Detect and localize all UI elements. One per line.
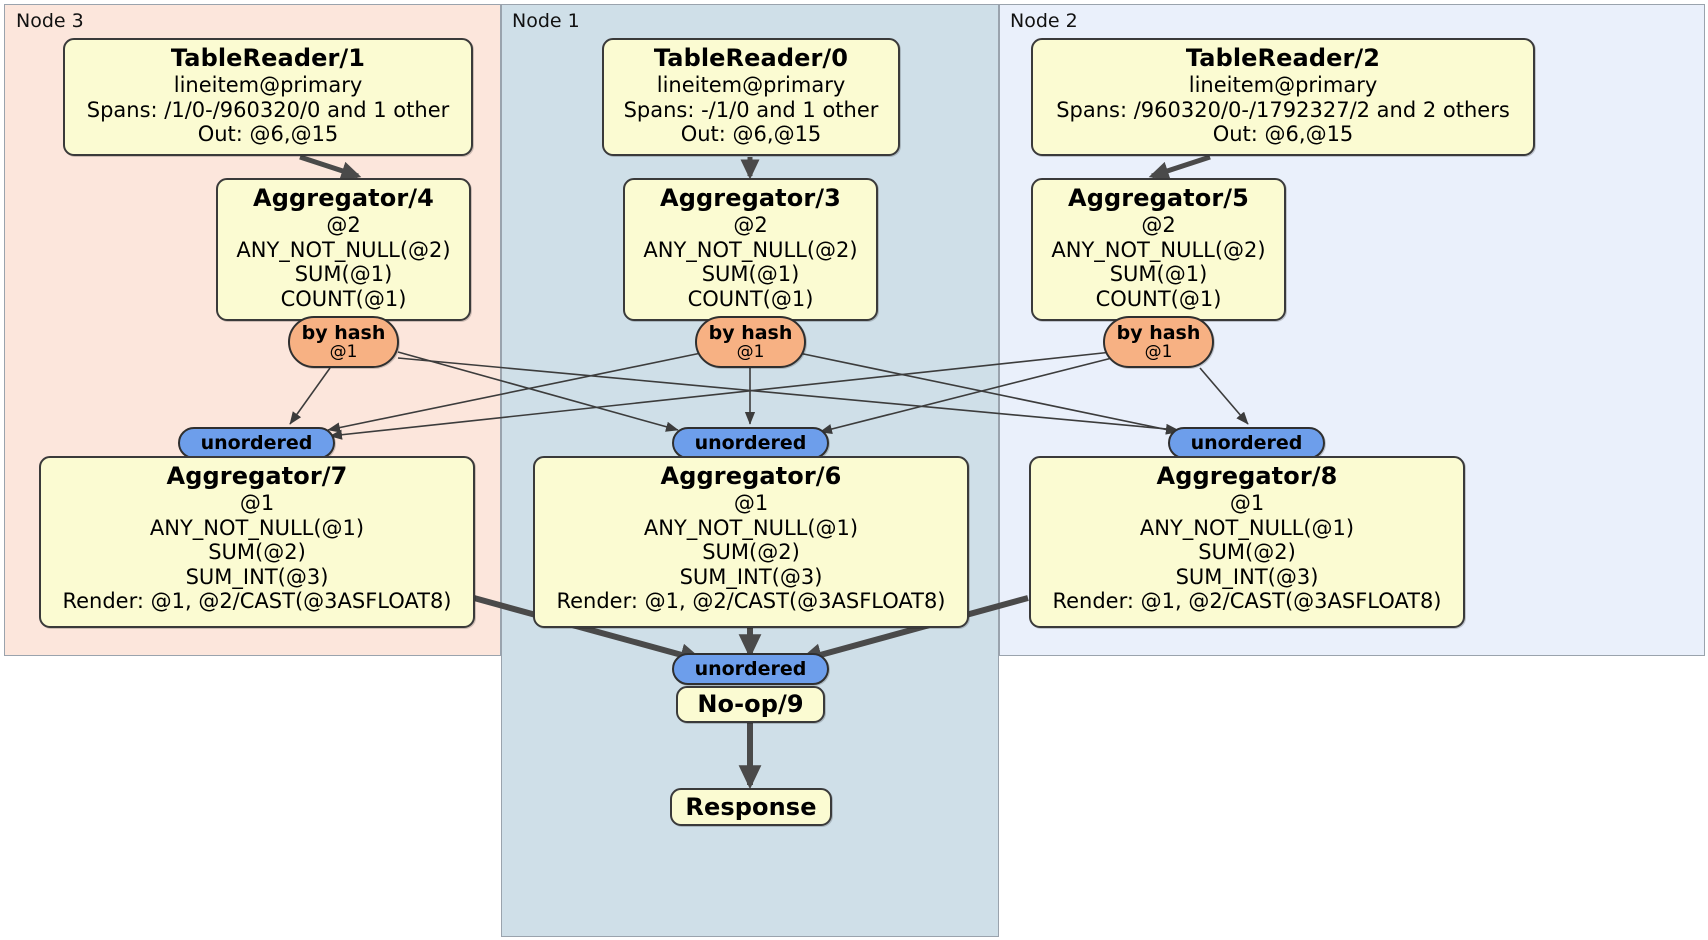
hash-router-aggregator-3[interactable]: by hash @1 (695, 316, 806, 368)
processor-title: Aggregator/3 (660, 184, 841, 212)
synchronizer-unordered-aggregator-8[interactable]: unordered (1168, 427, 1325, 459)
processor-line: Spans: -/1/0 and 1 other (623, 97, 879, 122)
processor-line: @2 (733, 213, 768, 238)
synchronizer-label: unordered (1190, 431, 1303, 454)
synchronizer-label: unordered (694, 657, 807, 680)
synchronizer-unordered-aggregator-7[interactable]: unordered (178, 427, 335, 459)
processor-title: TableReader/2 (1185, 44, 1381, 72)
processor-title: Aggregator/7 (166, 462, 348, 490)
processor-line: lineitem@primary (173, 73, 363, 98)
processor-title: Aggregator/6 (660, 462, 842, 490)
processor-title: No-op/9 (697, 690, 804, 719)
router-columns: @1 (329, 341, 358, 362)
processor-response[interactable]: Response (670, 788, 832, 826)
processor-line: Render: @1, @2/CAST(@3ASFLOAT8) (1052, 589, 1442, 614)
processor-line: COUNT(@1) (280, 286, 407, 311)
router-columns: @1 (736, 341, 765, 362)
processor-line: Out: @6,@15 (1212, 122, 1354, 147)
synchronizer-unordered-final[interactable]: unordered (672, 653, 829, 685)
processor-line: Spans: /960320/0-/1792327/2 and 2 others (1056, 97, 1510, 122)
processor-line: Render: @1, @2/CAST(@3ASFLOAT8) (556, 589, 946, 614)
processor-title: TableReader/0 (653, 44, 849, 72)
node-label-node3: Node 3 (16, 10, 84, 32)
processor-line: SUM_INT(@3) (185, 564, 329, 589)
processor-line: SUM(@2) (702, 540, 800, 565)
processor-line: Out: @6,@15 (197, 122, 339, 147)
processor-title: Response (685, 792, 817, 821)
processor-line: @2 (326, 213, 361, 238)
router-columns: @1 (1144, 341, 1173, 362)
router-label: by hash (708, 321, 793, 344)
processor-line: lineitem@primary (1188, 73, 1378, 98)
processor-title: TableReader/1 (170, 44, 366, 72)
processor-title: Aggregator/5 (1068, 184, 1249, 212)
processor-aggregator-5[interactable]: Aggregator/5 @2 ANY_NOT_NULL(@2) SUM(@1)… (1031, 178, 1286, 321)
processor-table-reader-1[interactable]: TableReader/1 lineitem@primary Spans: /1… (63, 38, 473, 156)
processor-line: lineitem@primary (656, 73, 846, 98)
synchronizer-label: unordered (694, 431, 807, 454)
processor-line: ANY_NOT_NULL(@2) (1051, 237, 1266, 262)
processor-line: @1 (239, 491, 275, 516)
processor-title: Aggregator/8 (1156, 462, 1338, 490)
processor-line: SUM_INT(@3) (679, 564, 823, 589)
processor-line: ANY_NOT_NULL(@1) (643, 515, 859, 540)
processor-line: COUNT(@1) (1095, 286, 1222, 311)
processor-line: ANY_NOT_NULL(@2) (236, 237, 451, 262)
processor-aggregator-7[interactable]: Aggregator/7 @1 ANY_NOT_NULL(@1) SUM(@2)… (39, 456, 475, 628)
hash-router-aggregator-5[interactable]: by hash @1 (1103, 316, 1214, 368)
processor-line: Out: @6,@15 (680, 122, 822, 147)
processor-noop-9[interactable]: No-op/9 (676, 686, 825, 723)
processor-line: SUM(@1) (1109, 262, 1208, 287)
processor-aggregator-3[interactable]: Aggregator/3 @2 ANY_NOT_NULL(@2) SUM(@1)… (623, 178, 878, 321)
processor-aggregator-6[interactable]: Aggregator/6 @1 ANY_NOT_NULL(@1) SUM(@2)… (533, 456, 969, 628)
processor-table-reader-2[interactable]: TableReader/2 lineitem@primary Spans: /9… (1031, 38, 1535, 156)
processor-line: SUM(@2) (208, 540, 306, 565)
processor-line: @1 (733, 491, 769, 516)
processor-line: COUNT(@1) (687, 286, 814, 311)
processor-line: @1 (1229, 491, 1265, 516)
processor-aggregator-4[interactable]: Aggregator/4 @2 ANY_NOT_NULL(@2) SUM(@1)… (216, 178, 471, 321)
processor-title: Aggregator/4 (253, 184, 434, 212)
processor-line: ANY_NOT_NULL(@1) (149, 515, 365, 540)
processor-line: SUM_INT(@3) (1175, 564, 1319, 589)
hash-router-aggregator-4[interactable]: by hash @1 (288, 316, 399, 368)
node-label-node1: Node 1 (512, 10, 580, 32)
processor-aggregator-8[interactable]: Aggregator/8 @1 ANY_NOT_NULL(@1) SUM(@2)… (1029, 456, 1465, 628)
processor-line: ANY_NOT_NULL(@2) (643, 237, 858, 262)
node-label-node2: Node 2 (1010, 10, 1078, 32)
processor-line: @2 (1141, 213, 1176, 238)
processor-line: SUM(@2) (1198, 540, 1296, 565)
processor-line: Render: @1, @2/CAST(@3ASFLOAT8) (62, 589, 452, 614)
router-label: by hash (1116, 321, 1201, 344)
processor-table-reader-0[interactable]: TableReader/0 lineitem@primary Spans: -/… (602, 38, 900, 156)
processor-line: SUM(@1) (701, 262, 800, 287)
synchronizer-label: unordered (200, 431, 313, 454)
synchronizer-unordered-aggregator-6[interactable]: unordered (672, 427, 829, 459)
processor-line: SUM(@1) (294, 262, 393, 287)
router-label: by hash (301, 321, 386, 344)
processor-line: ANY_NOT_NULL(@1) (1139, 515, 1355, 540)
processor-line: Spans: /1/0-/960320/0 and 1 other (86, 97, 450, 122)
